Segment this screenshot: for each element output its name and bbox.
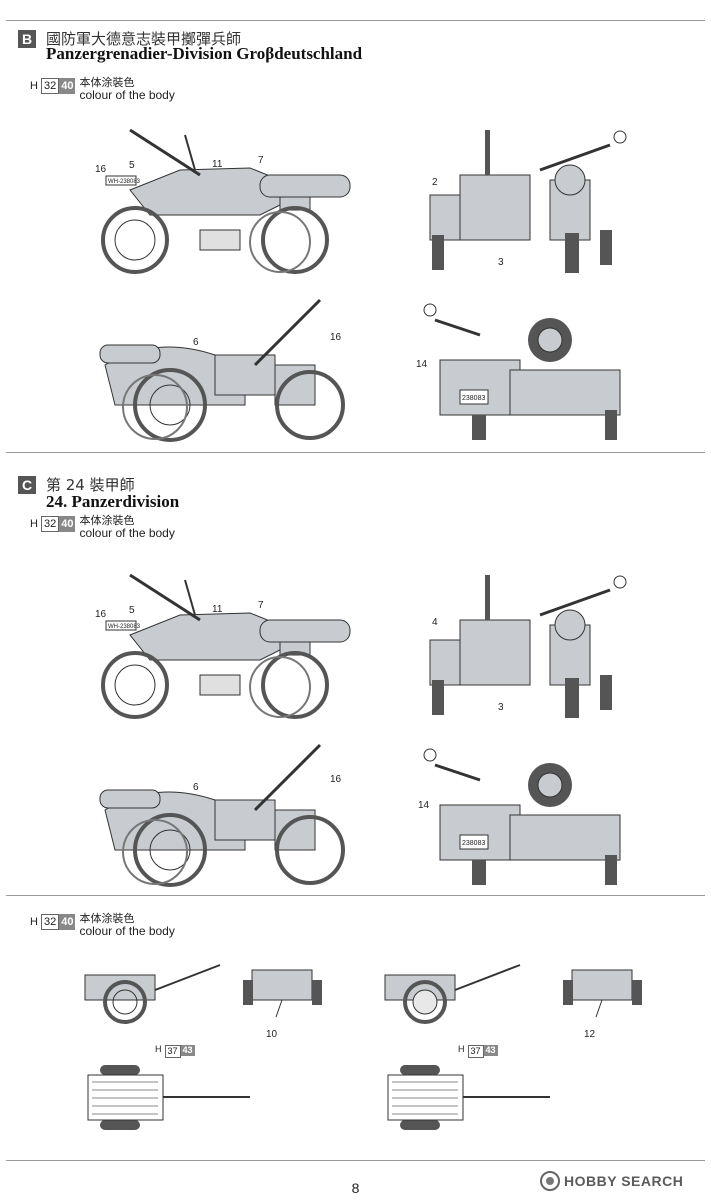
paint-code-2: 40: [59, 78, 76, 94]
paint-code-1: 32: [40, 516, 60, 532]
b-left-callout-0: 16: [95, 164, 107, 175]
divider-c-trailer: [6, 895, 705, 896]
c-right-callout-1: 16: [330, 774, 342, 785]
paint-code-2: 43: [483, 1045, 498, 1056]
c-left-callout-1: 5: [129, 605, 135, 616]
bottom-divider: [6, 1160, 705, 1161]
c-left-callout-0: 16: [95, 609, 107, 620]
b-front-callout-0: 2: [432, 177, 438, 188]
c-motorcycle-front-view: 4 3: [429, 575, 627, 718]
section-b-title-de: Panzergrenadier-Division Groβdeutschland: [46, 44, 363, 63]
b-motorcycle-rear-view: 238083 14: [416, 303, 621, 440]
c-front-callout-1: 3: [498, 702, 504, 713]
paint-label-jp: 本体涂裝色: [79, 76, 135, 89]
b-left-callout-1: 5: [129, 160, 135, 171]
c-motorcycle-right-view: 6 16: [99, 743, 345, 887]
trailer-1-top-view: [87, 1065, 250, 1130]
paint-h-prefix: H: [458, 1044, 465, 1054]
b-front-callout-1: 3: [498, 257, 504, 268]
trailer-2-side-view: [384, 964, 521, 1024]
b-left-callout-3: 7: [258, 155, 264, 166]
paint-code-1: 32: [40, 914, 60, 930]
c-motorcycle-left-view: WH-238083 16 5 11 7: [95, 573, 351, 719]
b-motorcycle-front-view: 2 3: [429, 130, 627, 273]
trailer-2-rear-view: 12: [563, 969, 642, 1040]
paint-label-en: colour of the body: [79, 88, 175, 102]
c-rear-plate: 238083: [462, 840, 485, 847]
section-b-title-jp: 國防軍大德意志裝甲擲彈兵師: [46, 30, 242, 48]
c-rear-callout-0: 14: [418, 800, 430, 811]
b-front-plate: WH-238083: [108, 179, 141, 185]
paint-code-2: 43: [180, 1045, 195, 1056]
paint-h-prefix: H: [30, 80, 38, 92]
c-front-callout-0: 4: [432, 617, 438, 628]
paint-h-prefix: H: [30, 518, 38, 530]
section-c-letter: C: [18, 475, 36, 494]
paint-code-1: 37: [467, 1045, 484, 1058]
section-c-title-de: 24. Panzerdivision: [46, 492, 180, 511]
paint-h-prefix: H: [155, 1044, 162, 1054]
b-motorcycle-right-view: 6 16: [99, 298, 345, 442]
paint-code-1: 37: [164, 1045, 181, 1058]
b-rear-callout-0: 14: [416, 359, 428, 370]
divider-b-c: [6, 452, 705, 453]
trailer-1-side-view: [84, 964, 221, 1024]
c-front-plate: WH-238083: [108, 624, 141, 630]
watermark-text: HOBBY SEARCH: [564, 1173, 684, 1189]
trailer-2-top-view: [387, 1065, 550, 1130]
paint-label-jp: 本体涂裝色: [79, 514, 135, 527]
paint-code-2: 40: [59, 516, 76, 532]
paint-code-1: 32: [40, 78, 60, 94]
paint-code-2: 40: [59, 914, 76, 930]
trailer-1-rear-view: 10: [243, 969, 322, 1040]
paint-h-prefix: H: [30, 916, 38, 928]
section-c-title-jp: 第 24 裝甲師: [46, 476, 135, 494]
b-right-callout-1: 16: [330, 332, 342, 343]
top-divider: [6, 20, 705, 21]
paint-label-en: colour of the body: [79, 924, 175, 938]
b-motorcycle-left-view: WH-238083 16 5 11 7: [95, 128, 351, 274]
section-b-letter: B: [18, 29, 36, 48]
c-left-callout-3: 7: [258, 600, 264, 611]
b-rear-plate: 238083: [462, 395, 485, 402]
c-motorcycle-rear-view: 238083 14: [418, 748, 621, 885]
c-left-callout-2: 11: [212, 604, 223, 615]
trailer-2-callout: 12: [584, 1029, 596, 1040]
c-right-callout-0: 6: [193, 782, 199, 793]
b-right-callout-0: 6: [193, 337, 199, 348]
paint-label-jp: 本体涂裝色: [79, 912, 135, 925]
section-c-header: C 第 24 裝甲師: [18, 474, 135, 495]
b-left-callout-2: 11: [212, 159, 223, 170]
hobby-search-watermark: HOBBY SEARCH: [540, 1171, 683, 1191]
section-b-header: B 國防軍大德意志裝甲擲彈兵師: [18, 28, 241, 49]
hobby-search-logo-icon: [540, 1171, 560, 1191]
trailer-1-callout: 10: [266, 1029, 278, 1040]
page-number: 8: [351, 1180, 360, 1196]
paint-label-en: colour of the body: [79, 526, 175, 540]
